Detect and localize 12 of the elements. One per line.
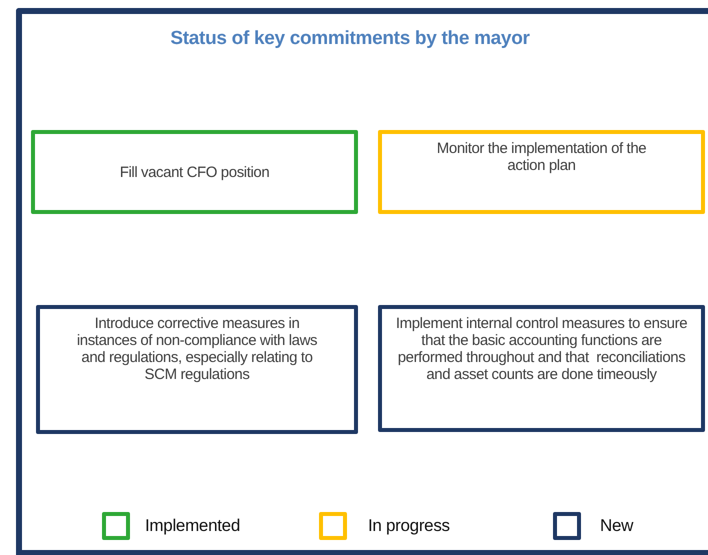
legend-label: In progress: [368, 516, 450, 536]
legend-label: Implemented: [145, 516, 240, 536]
commitment-box: [31, 130, 358, 214]
commitment-text: Monitor the implementation of the action plan: [436, 140, 648, 174]
commitment-text: Introduce corrective measures in instances of non-compliance with laws and regulations, especially relating to SCM regulations: [76, 315, 318, 383]
title: Status of key commitments by the mayor: [169, 28, 531, 50]
commitment-box: [378, 305, 705, 432]
commitment-box: [378, 130, 705, 214]
commitment-box: [36, 305, 358, 434]
legend-label: New: [600, 516, 634, 536]
commitment-text: Fill vacant CFO position: [120, 164, 270, 180]
commitment-text: Implement internal control measures to ensure that the basic accounting functions are performed throughout and that reconciliations and asset counts are done timeously: [394, 315, 688, 383]
